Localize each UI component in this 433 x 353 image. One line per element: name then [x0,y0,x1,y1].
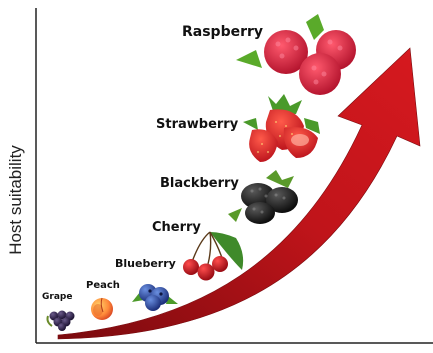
label-strawberry: Strawberry [156,117,238,132]
label-peach: Peach [86,280,120,291]
label-grape: Grape [42,292,72,302]
label-blackberry: Blackberry [160,176,239,191]
y-axis-label-container: Host suitability [6,140,26,260]
y-axis-label: Host suitability [6,145,26,255]
label-cherry: Cherry [152,220,201,235]
label-blueberry: Blueberry [115,257,176,270]
increasing-arrow [58,48,420,339]
strawberry-icon [243,94,320,162]
peach-icon [91,298,113,320]
grape-icon [48,311,75,332]
cherry-icon [183,232,243,281]
blueberry-icon [132,284,178,311]
label-raspberry: Raspberry [182,24,263,40]
